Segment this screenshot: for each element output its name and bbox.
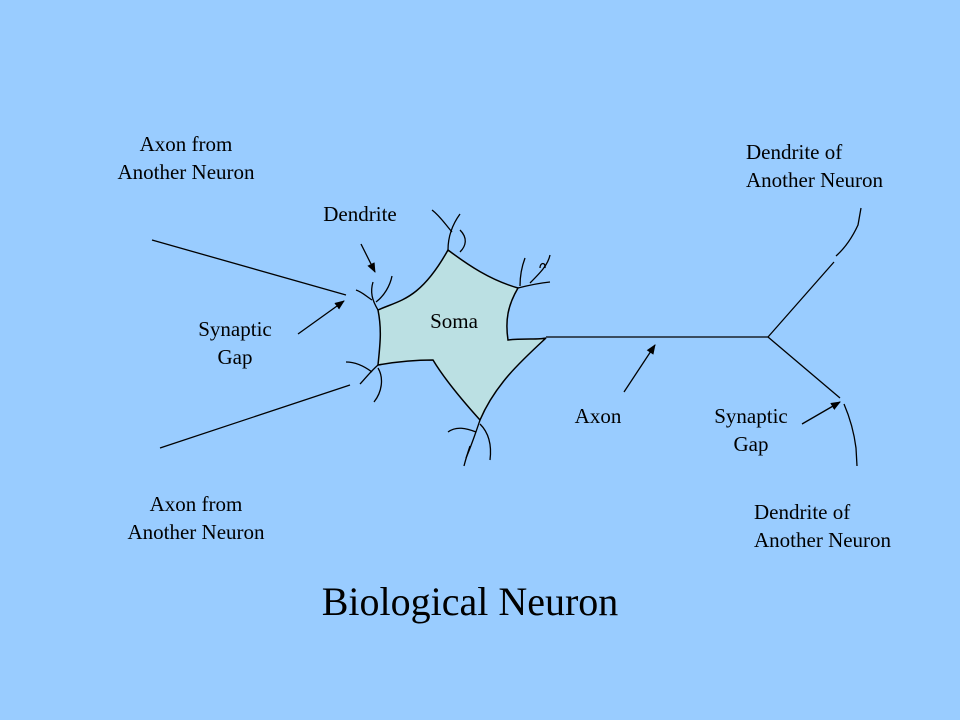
diagram-title: Biological Neuron xyxy=(321,579,619,624)
label-axon: Axon xyxy=(574,404,622,428)
soma-dendrites xyxy=(345,209,551,467)
axon-branch-lower xyxy=(767,336,841,399)
label-synaptic-gap-right: Synaptic Gap xyxy=(714,404,788,456)
arrow-axon xyxy=(623,344,656,393)
label-axon-from-bottom: Axon from Another Neuron xyxy=(127,492,265,544)
dendrite-of-another-top xyxy=(835,207,862,257)
label-soma: Soma xyxy=(430,309,478,333)
incoming-axon-top xyxy=(151,239,347,296)
label-dendrite-of-bottom: Dendrite of Another Neuron xyxy=(754,500,892,552)
label-dendrite: Dendrite xyxy=(323,202,397,226)
label-synaptic-gap-left: Synaptic Gap xyxy=(198,317,272,369)
arrow-dendrite xyxy=(360,243,376,273)
arrow-synaptic-gap-right xyxy=(801,401,841,425)
label-axon-from-top: Axon from Another Neuron xyxy=(117,132,255,184)
soma-body xyxy=(377,248,547,422)
dendrite-of-another-bottom xyxy=(843,403,858,467)
label-dendrite-of-top: Dendrite of Another Neuron xyxy=(746,140,884,192)
incoming-axon-bottom xyxy=(159,384,351,449)
axon-branch-upper xyxy=(767,261,835,338)
arrow-synaptic-gap-left xyxy=(297,300,345,335)
